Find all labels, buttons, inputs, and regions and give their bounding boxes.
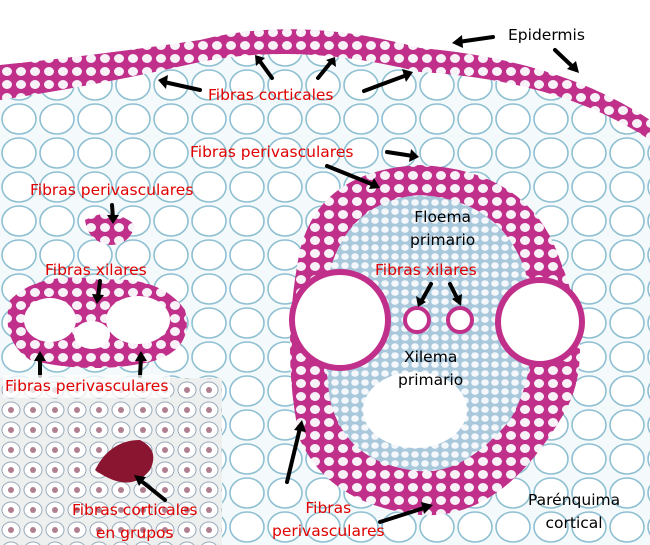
label-fibras-xilares-right: Fibras xilares bbox=[375, 261, 477, 279]
xilema-line2: primario bbox=[398, 371, 464, 389]
label-xilema-primario: Xilema primario bbox=[398, 346, 463, 392]
floema-line1: Floema bbox=[414, 208, 472, 226]
label-fibras-corticales: Fibras corticales bbox=[208, 86, 334, 104]
corticales-grupos-line1: Fibras corticales bbox=[72, 501, 198, 519]
label-parenquima-cortical: Parénquima cortical bbox=[528, 489, 620, 535]
corticales-grupos-line2: en grupos bbox=[95, 524, 174, 542]
perivasculares-bottom-line2: perivasculares bbox=[272, 522, 385, 540]
label-fibras-corticales-grupos: Fibras corticales en grupos bbox=[72, 499, 198, 545]
arrows bbox=[38, 35, 576, 524]
floema-line2: primario bbox=[410, 231, 476, 249]
label-fibras-xilares-left: Fibras xilares bbox=[45, 261, 147, 279]
label-fibras-perivasculares-bottom-left: Fibras perivasculares bbox=[3, 375, 171, 398]
label-floema-primario: Floema primario bbox=[410, 206, 475, 252]
label-epidermis: Epidermis bbox=[508, 26, 585, 44]
label-fibras-perivasculares-top: Fibras perivasculares bbox=[190, 143, 354, 161]
perivasculares-bottom-line1: Fibras bbox=[305, 499, 352, 517]
parenquima-line1: Parénquima bbox=[528, 491, 621, 509]
label-fibras-perivasculares-bottom: Fibras perivasculares bbox=[272, 497, 385, 543]
label-fibras-perivasculares-left: Fibras perivasculares bbox=[30, 181, 194, 199]
parenquima-line2: cortical bbox=[545, 514, 603, 532]
xilema-line1: Xilema bbox=[403, 348, 458, 366]
